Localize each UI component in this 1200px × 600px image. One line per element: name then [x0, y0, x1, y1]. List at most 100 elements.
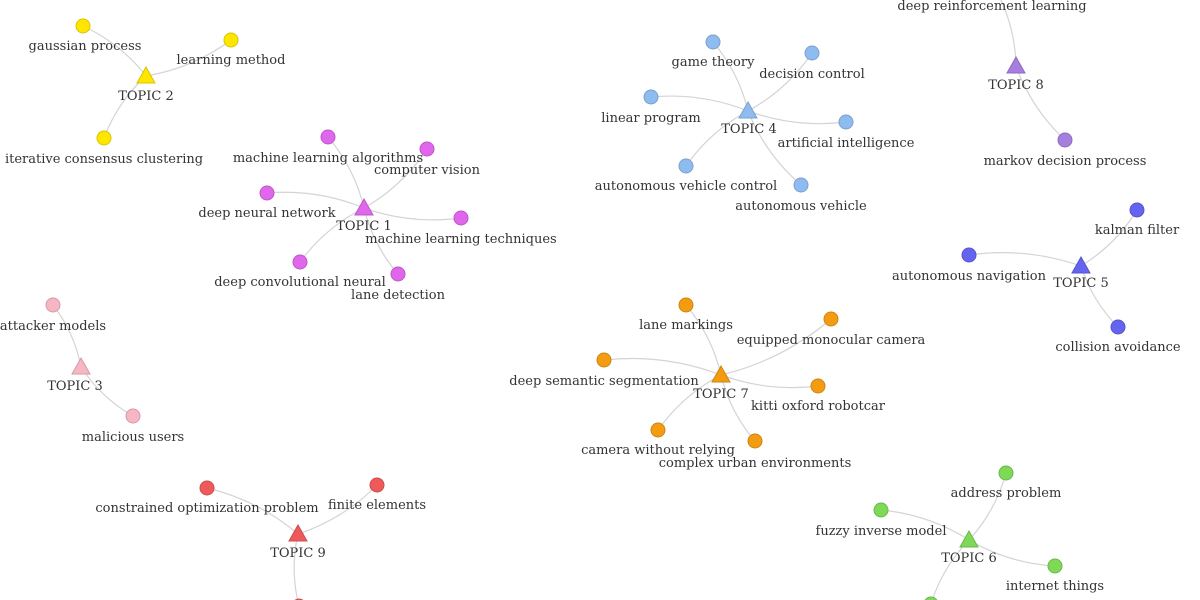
edge-topic-4-game-theory [712, 41, 749, 112]
term-label-decision-control: decision control [759, 67, 865, 82]
topic-1-hub[interactable] [354, 197, 374, 216]
edge-topic-4-autonomous-vehicle [747, 110, 802, 186]
term-node-autonomous-navigation[interactable] [961, 247, 977, 263]
topic-4-hub[interactable] [738, 100, 758, 119]
term-node-equipped-monocular-camera[interactable] [823, 311, 839, 327]
term-node-lane-detection[interactable] [390, 266, 406, 282]
edge-topic-2-iterative-consensus-clustering [103, 75, 147, 139]
term-label-learning-method: learning method [177, 53, 286, 68]
topic-8-hub[interactable] [1006, 55, 1026, 74]
term-node-fuzzy-inverse-model[interactable] [873, 502, 889, 518]
edge-topic-4-linear-program [650, 95, 749, 112]
edge-topic-4-artificial-intelligence [747, 110, 847, 125]
edge-topic-7-lane-markings [685, 304, 722, 376]
term-label-deep-convolutional-neural: deep convolutional neural [214, 275, 386, 290]
term-label-internet-things: internet things [1006, 579, 1104, 594]
edge-topic-6-fuzzy-inverse-model [880, 509, 970, 541]
term-label-attacker-models: attacker models [0, 319, 106, 334]
edge-topic-7-complex-urban-environments [720, 374, 756, 442]
term-label-constrained-optimization-problem: constrained optimization problem [95, 501, 318, 516]
term-node-linear-program[interactable] [643, 89, 659, 105]
term-node-constrained-optimization-problem[interactable] [199, 480, 215, 496]
topic-5-hub[interactable] [1071, 255, 1091, 274]
topic-6-hub[interactable] [959, 529, 979, 548]
topic-2-label: TOPIC 2 [118, 89, 174, 104]
term-label-iterative-consensus-clustering: iterative consensus clustering [5, 152, 203, 167]
edge-topic-7-equipped-monocular-camera [720, 318, 832, 376]
term-node-computer-vision[interactable] [419, 141, 435, 157]
edge-topic-2-gaussian-process [82, 25, 147, 77]
term-node-camera-without-relying[interactable] [650, 422, 666, 438]
edge-topic-7-deep-semantic-segmentation [603, 357, 722, 376]
term-node-gaussian-process[interactable] [75, 18, 91, 34]
edge-topic-6-offscreen [931, 539, 970, 600]
edges-layer [52, 0, 1138, 600]
term-label-lane-markings: lane markings [639, 318, 733, 333]
term-node-deep-semantic-segmentation[interactable] [596, 352, 612, 368]
edge-topic-7-kitti-oxford-robotcar [720, 374, 819, 389]
topic-4-label: TOPIC 4 [721, 122, 777, 137]
term-label-malicious-users: malicious users [82, 430, 184, 445]
topic-9-hub[interactable] [288, 523, 308, 542]
labels-layer: gaussian process learning method iterative… [0, 0, 1181, 594]
term-label-gaussian-process: gaussian process [29, 39, 142, 54]
edge-topic-6-address-problem [968, 472, 1007, 541]
term-label-complex-urban-environments: complex urban environments [659, 456, 852, 471]
term-node-iterative-consensus-clustering[interactable] [96, 130, 112, 146]
term-node-attacker-models[interactable] [45, 297, 61, 313]
topic-6-label: TOPIC 6 [941, 551, 997, 566]
term-label-machine-learning-techniques: machine learning techniques [365, 232, 556, 247]
term-node-address-problem[interactable] [998, 465, 1014, 481]
topic-3-label: TOPIC 3 [47, 379, 103, 394]
topic-1-label: TOPIC 1 [336, 219, 392, 234]
term-label-computer-vision: computer vision [374, 163, 481, 178]
term-label-equipped-monocular-camera: equipped monocular camera [737, 333, 926, 348]
edge-topic-3-attacker-models [52, 304, 82, 368]
edge-topic-5-autonomous-navigation [968, 252, 1082, 267]
term-label-deep-neural-network: deep neural network [198, 206, 335, 221]
term-node-finite-elements[interactable] [369, 477, 385, 493]
edge-topic-9-offscreen [293, 533, 299, 600]
edge-topic-9-finite-elements [297, 484, 378, 535]
term-node-collision-avoidance[interactable] [1110, 319, 1126, 335]
term-node-markov-decision-process[interactable] [1057, 132, 1073, 148]
edge-topic-1-machine-learning-algorithms [327, 136, 365, 209]
term-label-camera-without-relying: camera without relying [581, 443, 735, 458]
term-node-offscreen-6[interactable] [924, 596, 938, 600]
term-label-deep-reinforcement-learning: deep reinforcement learning [897, 0, 1086, 14]
edge-topic-4-decision-control [747, 52, 813, 112]
term-label-machine-learning-algorithms: machine learning algorithms [233, 151, 423, 166]
term-node-machine-learning-algorithms[interactable] [320, 129, 336, 145]
term-node-lane-markings[interactable] [678, 297, 694, 313]
term-label-collision-avoidance: collision avoidance [1055, 340, 1181, 355]
term-node-malicious-users[interactable] [125, 408, 141, 424]
term-label-markov-decision-process: markov decision process [984, 154, 1147, 169]
term-node-game-theory[interactable] [705, 34, 721, 50]
term-node-machine-learning-techniques[interactable] [453, 210, 469, 226]
topic-2-hub[interactable] [136, 65, 156, 84]
term-node-deep-convolutional-neural[interactable] [292, 254, 308, 270]
term-node-learning-method[interactable] [223, 32, 239, 48]
topic-3-hub[interactable] [71, 356, 91, 375]
topic-7-hub[interactable] [711, 364, 731, 383]
term-node-autonomous-vehicle-control[interactable] [678, 158, 694, 174]
term-node-complex-urban-environments[interactable] [747, 433, 763, 449]
term-node-internet-things[interactable] [1047, 558, 1063, 574]
term-label-autonomous-vehicle-control: autonomous vehicle control [595, 179, 777, 194]
term-label-linear-program: linear program [601, 111, 700, 126]
term-node-kitti-oxford-robotcar[interactable] [810, 378, 826, 394]
term-label-game-theory: game theory [672, 55, 756, 70]
term-label-lane-detection: lane detection [351, 288, 446, 303]
term-node-artificial-intelligence[interactable] [838, 114, 854, 130]
topic-8-label: TOPIC 8 [988, 78, 1044, 93]
term-label-deep-semantic-segmentation: deep semantic segmentation [509, 374, 699, 389]
term-node-kalman-filter[interactable] [1129, 202, 1145, 218]
term-label-artificial-intelligence: artificial intelligence [778, 136, 915, 151]
term-node-deep-neural-network[interactable] [259, 185, 275, 201]
term-node-decision-control[interactable] [804, 45, 820, 61]
term-node-autonomous-vehicle[interactable] [793, 177, 809, 193]
topic-5-label: TOPIC 5 [1053, 276, 1109, 291]
term-label-fuzzy-inverse-model: fuzzy inverse model [816, 524, 947, 539]
edge-topic-1-machine-learning-techniques [363, 207, 462, 221]
